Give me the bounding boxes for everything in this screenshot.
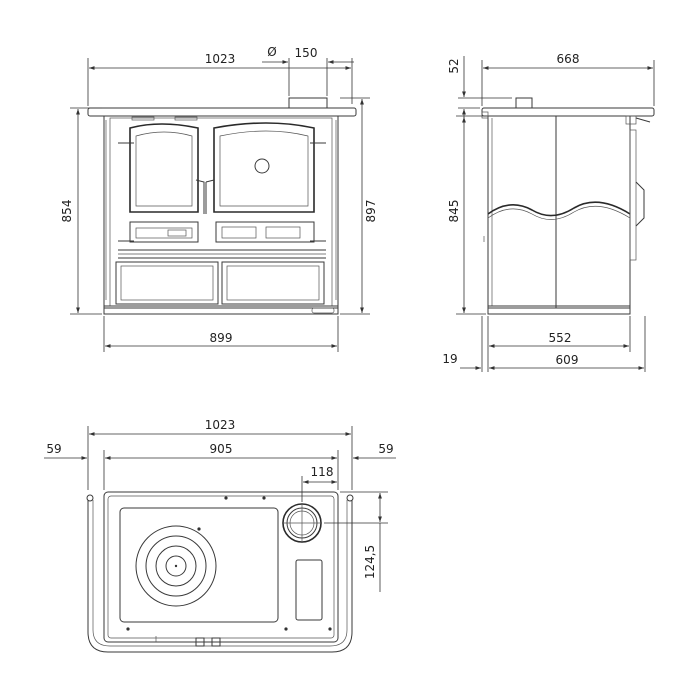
side-front-offset-label: 19	[442, 352, 457, 366]
side-height-label: 845	[447, 200, 461, 223]
plan-flue-offset-y-label: 124,5	[363, 545, 377, 579]
plan-view	[86, 491, 354, 653]
side-top-offset-label: 52	[447, 58, 461, 73]
plan-inner-width-label: 905	[210, 442, 233, 456]
side-depth-label: 668	[557, 52, 580, 66]
side-base-depth-label: 609	[556, 353, 579, 367]
dimension-labels: 1023 Ø 150 854 897 899 52 668 845 552 19…	[46, 45, 579, 579]
front-height-label: 854	[60, 200, 74, 223]
front-dimensions	[70, 58, 370, 352]
flue-diameter-symbol: Ø	[267, 45, 276, 59]
front-base-width-label: 899	[210, 331, 233, 345]
side-view	[481, 97, 655, 315]
front-view	[87, 97, 357, 315]
front-top-width-label: 1023	[205, 52, 236, 66]
plan-left-margin-label: 59	[46, 442, 61, 456]
side-body-depth-label: 552	[549, 331, 572, 345]
plan-total-width-label: 1023	[205, 418, 236, 432]
plan-right-margin-label: 59	[378, 442, 393, 456]
flue-diameter-label: 150	[295, 46, 318, 60]
plan-dimensions	[44, 426, 396, 592]
front-total-height-label: 897	[364, 200, 378, 223]
plan-flue-offset-x-label: 118	[311, 465, 334, 479]
side-dimensions	[456, 56, 655, 372]
